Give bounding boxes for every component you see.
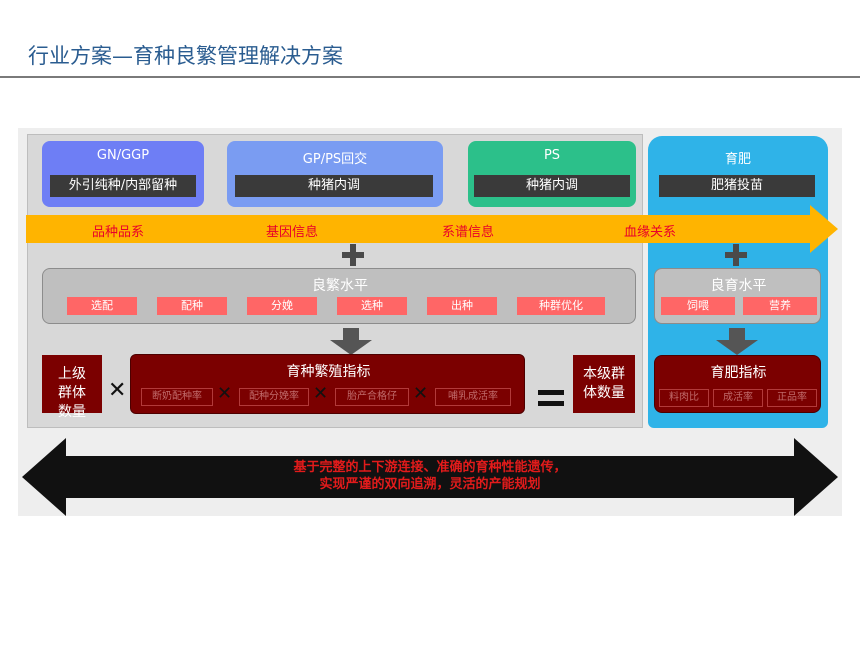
breeding-level-item: 选配 xyxy=(67,297,137,315)
summary-line-2: 实现严谨的双向追溯，灵活的产能规划 xyxy=(319,477,541,492)
bidirectional-arrow-icon xyxy=(22,438,838,516)
fattening-indicators-title: 育肥指标 xyxy=(710,365,767,381)
breeding-level-item: 选种 xyxy=(337,297,407,315)
current-population-count: 本级群体数量 xyxy=(573,355,635,413)
breeding-level-title: 良繁水平 xyxy=(312,278,368,294)
upper-population-count-label: 上级群体数量 xyxy=(58,366,86,420)
title-divider xyxy=(0,76,860,78)
breeding-level-box: 良繁水平 选配 配种 分娩 选种 出种 种群优化 xyxy=(42,268,636,324)
stage-fattening-name: 育肥 xyxy=(724,152,751,167)
breeding-metric: 哺乳成活率 xyxy=(435,388,511,406)
fattening-metric: 正品率 xyxy=(767,389,817,407)
breeding-level-item: 种群优化 xyxy=(517,297,605,315)
fattening-level-box: 良育水平 饲喂 营养 xyxy=(654,268,821,324)
summary-line-1: 基于完整的上下游连接、准确的育种性能遗传， xyxy=(293,460,567,475)
breeding-level-item: 出种 xyxy=(427,297,497,315)
multiply-icon: ✕ xyxy=(313,383,329,404)
plus-icon xyxy=(725,244,747,266)
summary-caption: 基于完整的上下游连接、准确的育种性能遗传， 实现严谨的双向追溯，灵活的产能规划 xyxy=(150,459,710,493)
band-label-lineage: 血缘关系 xyxy=(624,225,677,240)
multiply-icon: ✕ xyxy=(413,383,429,404)
breeding-metric: 配种分娩率 xyxy=(239,388,309,406)
breeding-metric: 胎产合格仔 xyxy=(335,388,409,406)
fattening-level-title: 良育水平 xyxy=(710,278,767,294)
fattening-metric: 成活率 xyxy=(713,389,763,407)
plus-icon xyxy=(342,244,364,266)
info-band xyxy=(26,215,812,243)
fattening-level-item: 饲喂 xyxy=(661,297,735,315)
band-label-pedigree: 系谱信息 xyxy=(442,225,495,240)
band-label-gene: 基因信息 xyxy=(266,225,319,240)
stage-ps-name: PS xyxy=(543,148,561,163)
breeding-metric: 断奶配种率 xyxy=(141,388,213,406)
stage-gp-ps-task: 种猪内调 xyxy=(235,175,433,197)
breeding-indicators-title: 育种繁殖指标 xyxy=(286,364,371,380)
stage-gn-ggp-name: GN/GGP xyxy=(96,148,150,163)
stage-ps-task: 种猪内调 xyxy=(474,175,630,197)
fattening-metric: 料肉比 xyxy=(659,389,709,407)
info-band-arrowhead xyxy=(810,205,838,253)
current-population-count-label: 本级群体数量 xyxy=(583,366,625,401)
stage-fattening-task: 肥猪投苗 xyxy=(659,175,815,197)
down-arrow-icon xyxy=(330,328,372,355)
stage-fattening: 育肥 肥猪投苗 xyxy=(648,141,828,207)
stage-ps: PS 种猪内调 xyxy=(468,141,636,207)
stage-gp-ps-name: GP/PS回交 xyxy=(302,152,368,167)
breeding-level-item: 配种 xyxy=(157,297,227,315)
stage-gn-ggp-task: 外引纯种/内部留种 xyxy=(50,175,196,197)
down-arrow-icon xyxy=(716,328,758,355)
stage-gp-ps: GP/PS回交 种猪内调 xyxy=(227,141,443,207)
equals-icon xyxy=(538,390,564,406)
multiply-icon: ✕ xyxy=(217,383,233,404)
breeding-indicators-box: 育种繁殖指标 断奶配种率 ✕ 配种分娩率 ✕ 胎产合格仔 ✕ 哺乳成活率 xyxy=(130,354,525,414)
fattening-indicators-box: 育肥指标 料肉比 成活率 正品率 xyxy=(654,355,821,413)
page-title: 行业方案—育种良繁管理解决方案 xyxy=(28,44,343,68)
fattening-level-item: 营养 xyxy=(743,297,817,315)
band-label-breed: 品种品系 xyxy=(92,225,145,240)
upper-population-count: 上级群体数量 xyxy=(42,355,102,420)
breeding-level-item: 分娩 xyxy=(247,297,317,315)
stage-gn-ggp: GN/GGP 外引纯种/内部留种 xyxy=(42,141,204,207)
multiply-icon: ✕ xyxy=(108,378,127,403)
